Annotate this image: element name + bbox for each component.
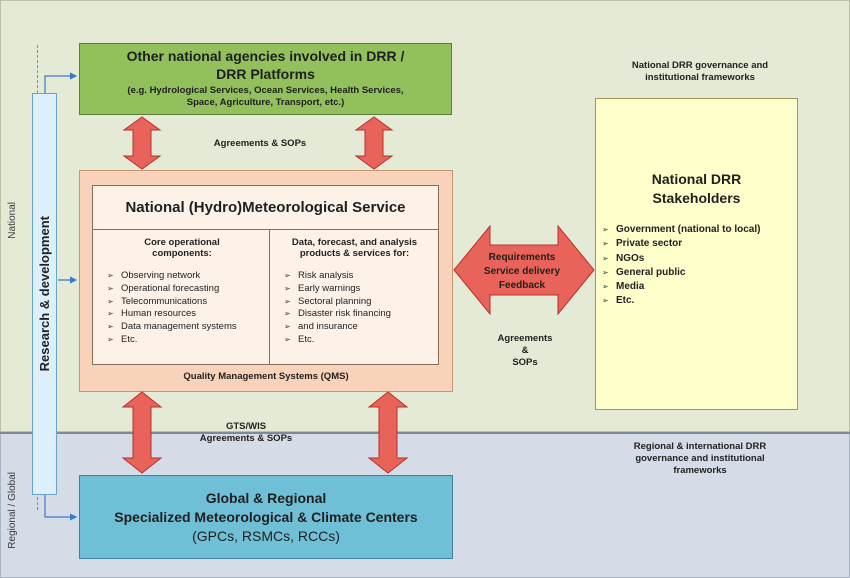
global-centers-title-line-2: Specialized Meteorological & Climate Cen… [114, 508, 418, 525]
double-arrow-bottom-left [121, 391, 163, 474]
stakeholder-item: Media [602, 280, 798, 295]
regional-governance-line-1: Regional & international DRR [633, 441, 767, 452]
qms-label: Quality Management Systems (QMS) [183, 370, 349, 382]
stakeholders-title-line-2: Stakeholders [652, 190, 741, 206]
core-item: Human resources [107, 308, 269, 321]
agreements-right-line-2: & [521, 345, 529, 356]
stakeholders-title: National DRR Stakeholders [595, 170, 798, 208]
core-item: Etc. [107, 334, 269, 347]
products-item: Disaster risk financing [284, 308, 439, 321]
connector-rd-to-top-box [44, 72, 78, 93]
gts-wis-line-2: Agreements & SOPs [199, 433, 293, 444]
nmhs-column-divider [269, 230, 270, 365]
global-centers-subtitle: (GPCs, RSMCs, RCCs) [192, 527, 340, 544]
core-components-heading: Core operational components: [97, 237, 267, 259]
stakeholder-item: NGOs [602, 252, 798, 267]
global-centers-title-line-1: Global & Regional [205, 489, 327, 506]
products-item: Sectoral planning [284, 296, 439, 309]
band-divider [0, 432, 850, 434]
double-arrow-bottom-right [367, 391, 409, 474]
national-governance-line-1: National DRR governance and [631, 60, 769, 71]
core-heading-line-2: components: [152, 248, 212, 259]
agreements-sops-top-label: Agreements & SOPs [213, 138, 307, 149]
core-item: Operational forecasting [107, 283, 269, 296]
national-governance-label: National DRR governance and institutiona… [580, 60, 820, 84]
double-arrow-top-right [354, 116, 394, 170]
core-item: Observing network [107, 270, 269, 283]
gts-wis-line-1: GTS/WIS [225, 421, 267, 432]
double-arrow-top-left [122, 116, 162, 170]
products-services-list: Risk analysis Early warnings Sectoral pl… [284, 270, 439, 347]
connector-rd-to-global [44, 495, 78, 521]
agreements-right-line-3: SOPs [512, 357, 538, 368]
stakeholder-item: Private sector [602, 237, 798, 252]
other-agencies-subtitle-line-2: Space, Agriculture, Transport, etc.) [186, 97, 345, 108]
gts-wis-label: GTS/WIS Agreements & SOPs [176, 421, 316, 445]
core-item: Telecommunications [107, 296, 269, 309]
core-components-list: Observing network Operational forecastin… [107, 270, 269, 347]
national-governance-line-2: institutional frameworks [645, 72, 755, 83]
products-item: Early warnings [284, 283, 439, 296]
other-national-agencies-box: Other national agencies involved in DRR … [79, 43, 452, 115]
stakeholder-item: Government (national to local) [602, 223, 798, 238]
stakeholders-title-line-1: National DRR [651, 171, 742, 187]
feedback-label: Feedback [498, 280, 546, 291]
requirements-arrow-text: Requirements Service delivery Feedback [462, 251, 582, 293]
regional-governance-line-2: governance and institutional [635, 453, 765, 464]
research-development-bar: Research & development [32, 93, 57, 495]
other-agencies-subtitle-line-1: (e.g. Hydrological Services, Ocean Servi… [127, 85, 404, 96]
products-item: Etc. [284, 334, 439, 347]
agreements-sops-right-label: Agreements & SOPs [470, 333, 580, 369]
core-item: Data management systems [107, 321, 269, 334]
products-item-continuation: and insurance [284, 321, 439, 334]
global-regional-centers-box: Global & Regional Specialized Meteorolog… [79, 475, 453, 559]
products-heading-line-1: Data, forecast, and analysis [291, 237, 418, 248]
stakeholders-list: Government (national to local) Private s… [602, 223, 798, 309]
agreements-right-line-1: Agreements [497, 333, 553, 344]
other-agencies-subtitle: (e.g. Hydrological Services, Ocean Servi… [80, 85, 451, 109]
products-item: Risk analysis [284, 270, 439, 283]
regional-governance-label: Regional & international DRR governance … [580, 441, 820, 477]
nmhs-title: National (Hydro)Meteorological Service [92, 185, 439, 230]
regional-governance-line-3: frameworks [673, 465, 727, 476]
other-agencies-title-line-1: Other national agencies involved in DRR … [126, 48, 405, 64]
requirements-double-arrow [453, 224, 595, 316]
stakeholder-item: Etc. [602, 294, 798, 309]
other-agencies-title-line-2: DRR Platforms [216, 66, 315, 82]
other-agencies-title: Other national agencies involved in DRR … [80, 47, 451, 83]
service-delivery-label: Service delivery [483, 266, 561, 277]
core-heading-line-1: Core operational [144, 237, 220, 248]
products-services-heading: Data, forecast, and analysis products & … [272, 237, 437, 259]
products-heading-line-2: products & services for: [299, 248, 410, 259]
stakeholder-item: General public [602, 266, 798, 281]
requirements-label: Requirements [488, 252, 556, 263]
